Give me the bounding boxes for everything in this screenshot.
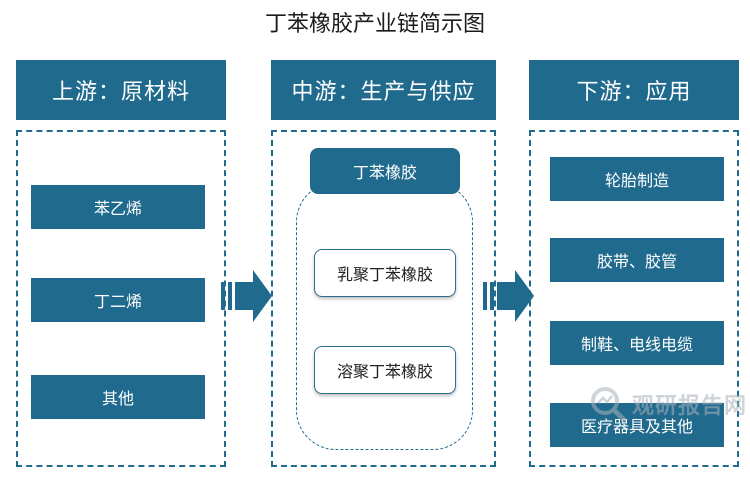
flow-arrow-icon [483, 270, 534, 322]
midstream-item-esbr: 乳聚丁苯橡胶 [314, 249, 456, 297]
page-title: 丁苯橡胶产业链简示图 [264, 12, 485, 37]
upstream-item-styrene: 苯乙烯 [31, 185, 205, 229]
upstream-header: 上游：原材料 [16, 60, 226, 120]
downstream-item-medical-other: 医疗器具及其他 [550, 403, 724, 447]
upstream-item-other: 其他 [31, 375, 205, 419]
magnifier-logo-icon [591, 387, 627, 423]
flow-arrow-icon [221, 270, 272, 322]
downstream-item-tires: 轮胎制造 [550, 157, 724, 201]
midstream-group-title: 丁苯橡胶 [310, 148, 460, 194]
midstream-panel [271, 130, 496, 467]
downstream-item-shoes-cables: 制鞋、电线电缆 [550, 321, 724, 365]
midstream-item-ssbr: 溶聚丁苯橡胶 [314, 346, 456, 394]
downstream-panel [529, 130, 739, 467]
downstream-header: 下游：应用 [529, 60, 739, 120]
upstream-item-butadiene: 丁二烯 [31, 278, 205, 322]
watermark-text: 观研报告网 [632, 394, 748, 419]
midstream-group-outline [296, 182, 473, 450]
midstream-header: 中游：生产与供应 [271, 60, 496, 120]
downstream-item-belts-hoses: 胶带、胶管 [550, 238, 724, 282]
watermark: 观研报告网 [588, 384, 747, 424]
